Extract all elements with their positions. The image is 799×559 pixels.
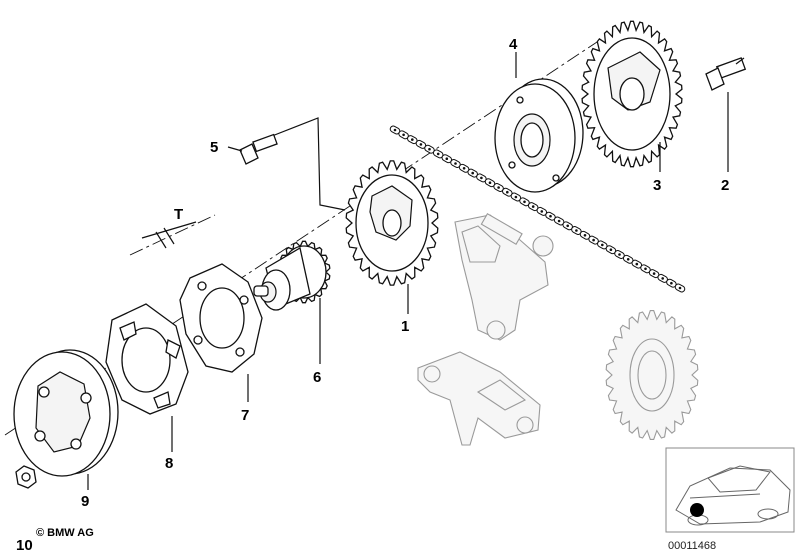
chain-pin	[480, 176, 483, 180]
callout-2: 2	[721, 177, 729, 194]
callout-7: 7	[241, 407, 249, 424]
location-marker-icon	[690, 503, 704, 517]
chain-pin	[514, 195, 518, 199]
leader-lines	[87, 52, 729, 490]
document-number: 00011468	[668, 540, 716, 552]
chain-pin	[454, 162, 457, 165]
chain-pin	[549, 214, 552, 218]
chain-pin	[557, 219, 561, 223]
callout-6: 6	[313, 369, 321, 386]
hub-flange	[494, 78, 584, 193]
callout-3: 3	[653, 177, 661, 194]
chain-pin	[601, 243, 604, 247]
timing-chain	[389, 125, 686, 293]
chain-pin	[506, 190, 509, 194]
chain-pin	[575, 229, 578, 232]
tensioner-rail	[454, 213, 554, 341]
chain-pin	[661, 277, 664, 280]
chain-pin	[635, 262, 639, 266]
chain-pin	[540, 210, 544, 213]
chain-pin	[419, 143, 423, 146]
sprocket-middle	[345, 160, 439, 286]
chain-pin	[488, 181, 492, 184]
nut	[15, 465, 37, 489]
chain-pin	[393, 128, 397, 132]
chain-pin	[626, 258, 630, 261]
copyright-text: © BMW AG	[36, 527, 94, 539]
callout-8: 8	[165, 455, 173, 472]
chain-pin	[445, 157, 449, 160]
chain-pin	[411, 138, 414, 141]
crankshaft-sprocket	[605, 310, 699, 440]
car-outline-icon	[675, 465, 791, 526]
gear-hub	[253, 240, 331, 311]
callout-1: 1	[401, 318, 409, 335]
callout-t: T	[174, 206, 183, 223]
callout-9: 9	[81, 493, 89, 510]
callout-10: 10	[16, 537, 33, 554]
callout-4: 4	[509, 36, 518, 53]
chain-pin	[618, 253, 621, 256]
chain-pin	[497, 186, 500, 189]
chain-pin	[523, 200, 526, 204]
bolt-2	[705, 57, 747, 91]
chain-pin	[531, 205, 535, 208]
chain-pin	[609, 248, 613, 251]
chain-pin	[428, 147, 431, 151]
chain-pin	[462, 167, 466, 170]
vehicle-locator-thumbnail	[665, 447, 795, 533]
chain-pin	[583, 234, 587, 237]
chain-pin	[670, 281, 673, 285]
callout-5: 5	[210, 139, 218, 156]
lower-chain-guide	[417, 351, 541, 446]
dimension-t	[141, 221, 197, 249]
chain-pin	[566, 224, 569, 228]
cover-disc	[13, 349, 119, 477]
chain-pin	[592, 238, 595, 242]
chain-pin	[644, 267, 647, 271]
chain-pin	[436, 152, 440, 156]
callout-labels: 4 3 2 5 T 1 6 7 8 9 10	[16, 36, 729, 554]
bolt-5	[239, 133, 278, 165]
slotted-plate	[105, 303, 189, 415]
camshaft-sprocket-large	[581, 20, 683, 168]
chain-pin	[678, 286, 682, 290]
chain-pin	[402, 133, 405, 137]
thin-slotted-disc	[179, 263, 263, 373]
chain-pin	[652, 272, 656, 275]
chain-pin	[471, 171, 475, 175]
